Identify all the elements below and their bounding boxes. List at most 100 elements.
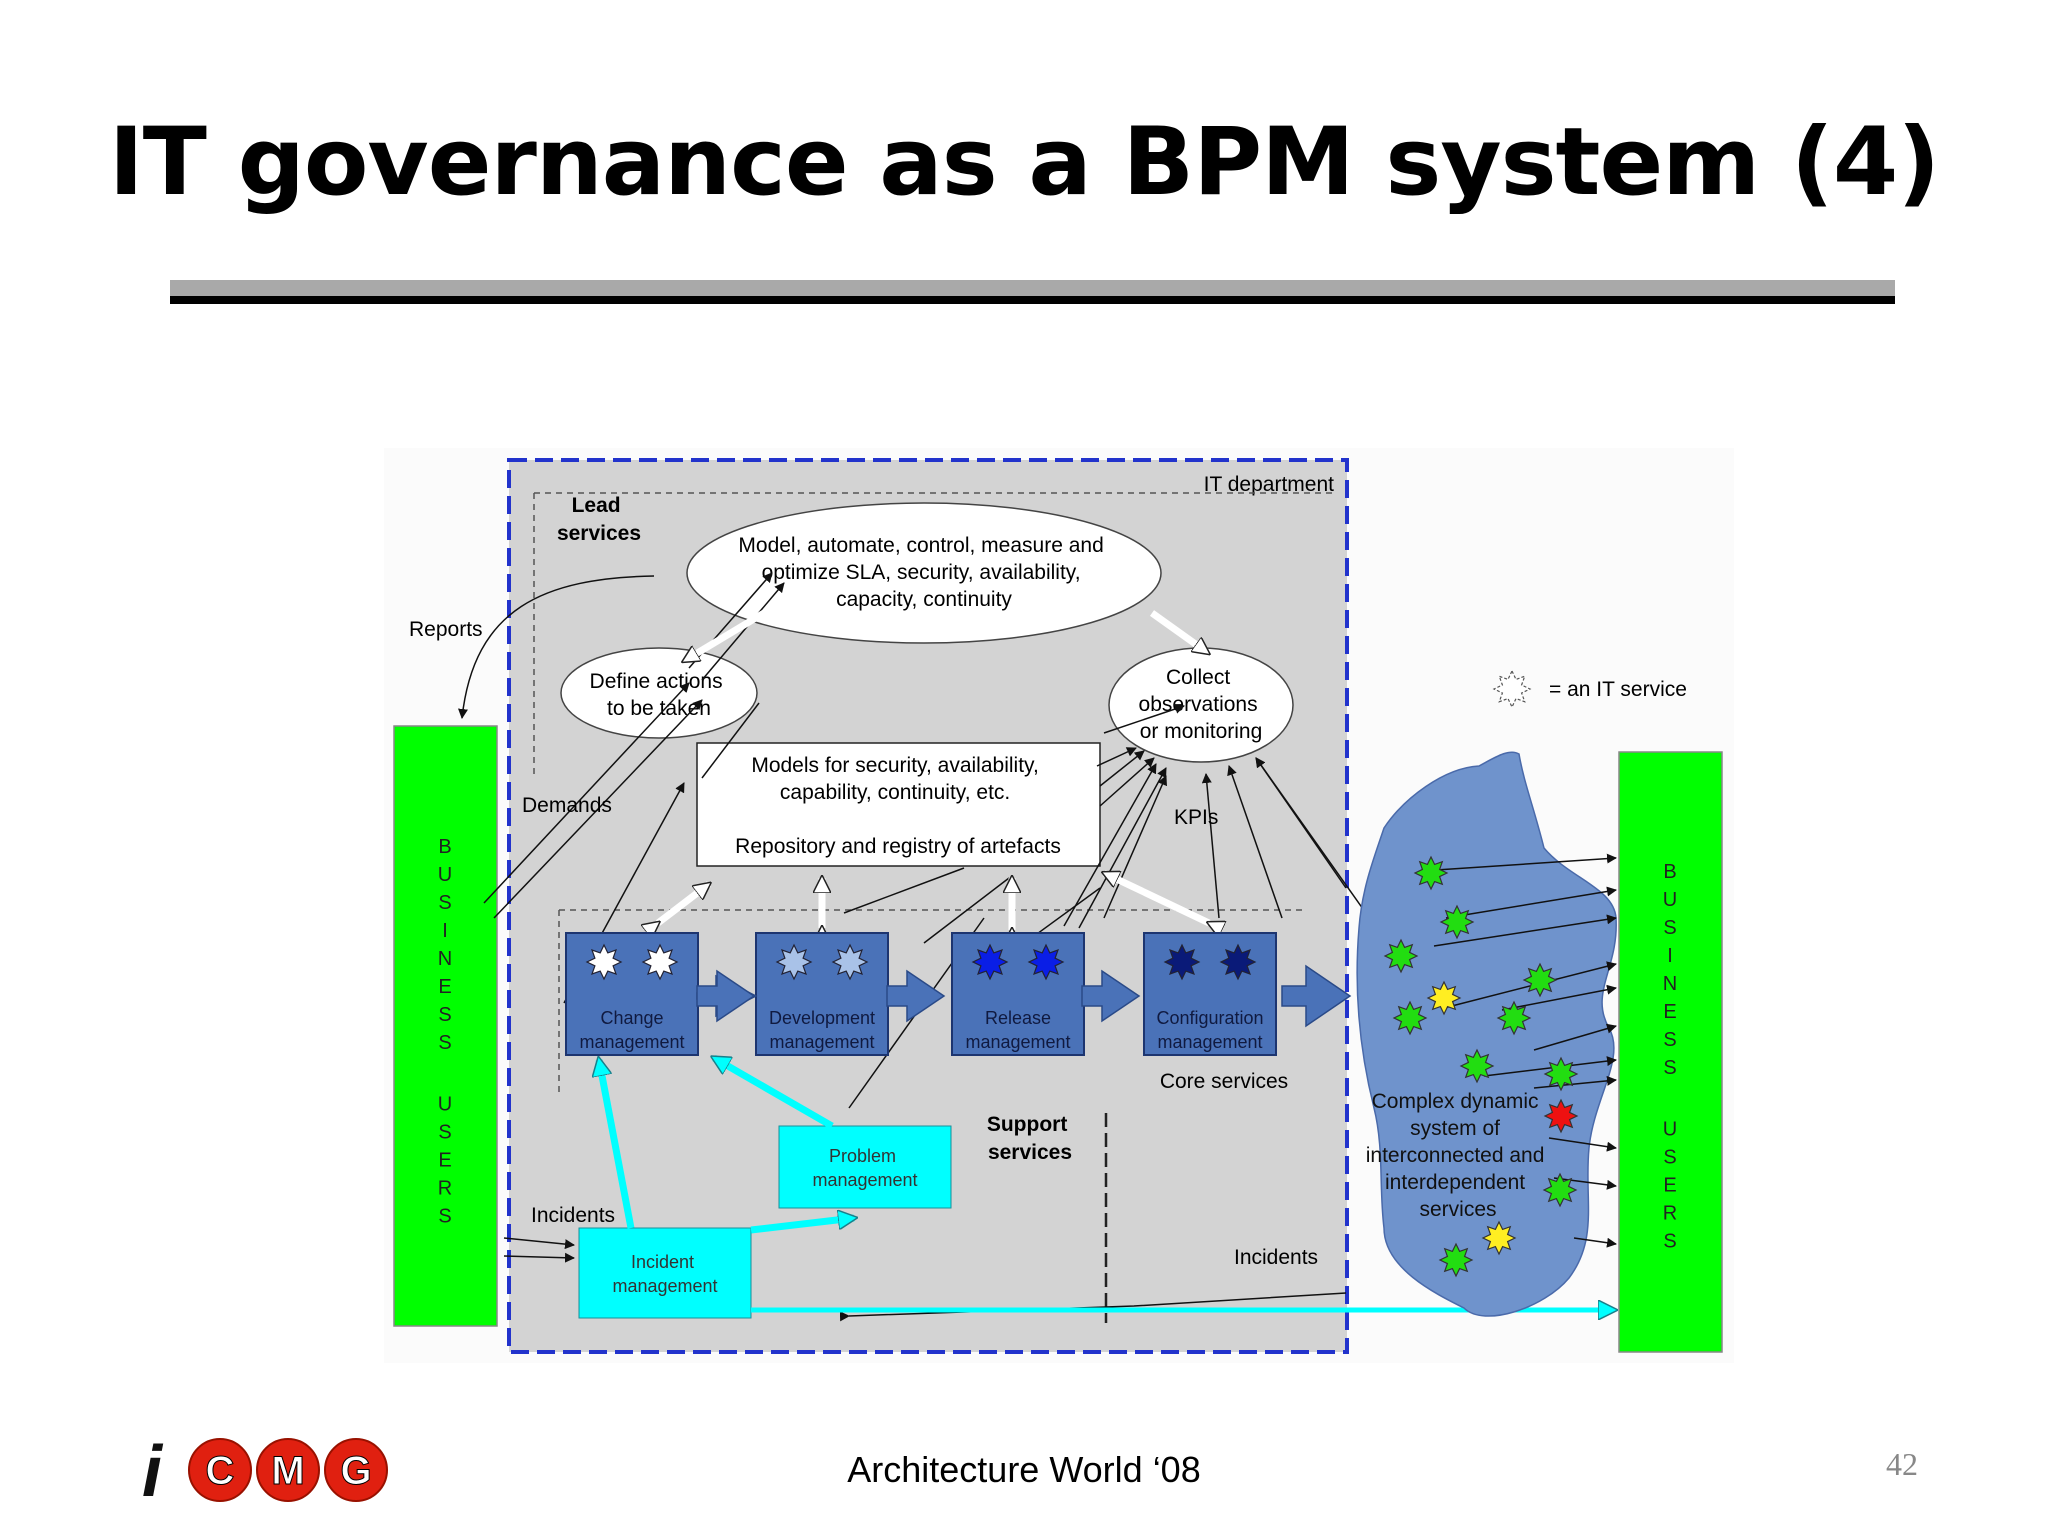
models-repository-text: Models for security, availability, capab… bbox=[735, 754, 1061, 858]
service-to-users-arrows bbox=[1433, 853, 1617, 1248]
users-bar-letter: S bbox=[1663, 1057, 1676, 1079]
incident-management-text: Incident management bbox=[612, 1252, 717, 1296]
it-service-star-icon bbox=[1413, 855, 1449, 891]
process-flow-arrows bbox=[696, 964, 1352, 1028]
title-rule bbox=[170, 280, 1895, 298]
slide-title: IT governance as a BPM system (4) bbox=[108, 108, 1940, 217]
page-number: 42 bbox=[1886, 1446, 1918, 1482]
users-bar-letter: S bbox=[1663, 1029, 1676, 1051]
process-label: Release bbox=[985, 1008, 1051, 1028]
process-label: management bbox=[579, 1032, 684, 1052]
process-label: Development bbox=[769, 1008, 875, 1028]
users-bar-letter: N bbox=[1663, 973, 1677, 995]
it-service-star-icon bbox=[775, 943, 813, 981]
it-service-star-icon bbox=[971, 943, 1009, 981]
it-service-star-icon bbox=[1522, 962, 1558, 998]
it-service-star-icon bbox=[1481, 1220, 1517, 1256]
process-label: Change bbox=[600, 1008, 663, 1028]
collect-observations-text: Collect observations or monitoring bbox=[1139, 666, 1264, 743]
users-bar-letter: U bbox=[1663, 1119, 1677, 1141]
sla-ellipse-text: Model, automate, control, measure and op… bbox=[738, 534, 1109, 611]
it-department-label: IT department bbox=[1204, 473, 1335, 496]
it-service-star-icon bbox=[1543, 1098, 1579, 1134]
process-box-background bbox=[1143, 932, 1277, 1056]
users-bar-letter: N bbox=[438, 948, 452, 970]
legend-text: = an IT service bbox=[1549, 678, 1687, 701]
it-service-star-icon bbox=[1027, 943, 1065, 981]
logo-letter-m: M bbox=[271, 1449, 304, 1493]
it-service-star-icon bbox=[1543, 1056, 1579, 1092]
process-label: management bbox=[769, 1032, 874, 1052]
it-service-star-icon bbox=[1438, 1242, 1474, 1278]
users-bar-letter: R bbox=[438, 1178, 452, 1200]
users-bar-letter: E bbox=[438, 976, 451, 998]
reports-label: Reports bbox=[409, 618, 483, 641]
users-bar-letter: E bbox=[438, 1150, 451, 1172]
incidents-right-label: Incidents bbox=[1234, 1246, 1318, 1269]
logo-letter-g: G bbox=[340, 1449, 371, 1493]
it-service-star-icon bbox=[1459, 1048, 1495, 1084]
incidents-left-label: Incidents bbox=[531, 1204, 615, 1227]
define-actions-ellipse bbox=[560, 647, 758, 739]
it-service-star-icon bbox=[1163, 943, 1201, 981]
incident-management-box bbox=[578, 1227, 752, 1319]
it-service-star-icon bbox=[1439, 904, 1475, 940]
legend: = an IT service bbox=[1492, 669, 1687, 709]
users-bar-letter: B bbox=[438, 836, 451, 858]
it-service-star-icon bbox=[641, 943, 679, 981]
logo-letter-i: i bbox=[142, 1432, 164, 1510]
problem-management-box bbox=[778, 1125, 952, 1209]
icmg-logo: i C M G bbox=[142, 1432, 388, 1510]
users-bar-letter: S bbox=[1663, 1231, 1676, 1253]
it-service-star-icon bbox=[1392, 1000, 1428, 1036]
governance-diagram: IT department Lead services BUSINESSUSER… bbox=[384, 448, 1734, 1363]
it-service-star-icon bbox=[1383, 938, 1419, 974]
it-service-star-icon bbox=[1542, 1172, 1578, 1208]
it-service-star-icon bbox=[831, 943, 869, 981]
core-process-box: Change management bbox=[565, 932, 699, 1056]
users-bar-letter: E bbox=[1663, 1001, 1676, 1023]
users-bar-letter: U bbox=[1663, 889, 1677, 911]
models-repository-box bbox=[696, 742, 1101, 867]
it-services bbox=[1383, 855, 1579, 1278]
process-label: management bbox=[1157, 1032, 1262, 1052]
title-rule-dark bbox=[170, 296, 1895, 304]
logo-circle bbox=[188, 1438, 252, 1502]
services-cloud-text: Complex dynamic system of interconnected… bbox=[1366, 1090, 1550, 1221]
users-bar-letter: I bbox=[442, 920, 448, 942]
users-bar-letter: S bbox=[1663, 1147, 1676, 1169]
it-service-star-icon bbox=[1219, 943, 1257, 981]
users-bar-letter: R bbox=[1663, 1203, 1677, 1225]
users-bar-letter: S bbox=[1663, 917, 1676, 939]
demands-label: Demands bbox=[522, 794, 612, 817]
users-bar-letter: S bbox=[438, 892, 451, 914]
services-cloud bbox=[1356, 751, 1617, 1317]
it-service-legend-icon bbox=[1492, 669, 1532, 709]
users-bar-letter: S bbox=[438, 1206, 451, 1228]
it-service-star-icon bbox=[585, 943, 623, 981]
users-bar-letter: U bbox=[438, 864, 452, 886]
it-service-star-icon bbox=[1496, 1000, 1532, 1036]
core-process-box: Release management bbox=[951, 932, 1085, 1056]
process-label: Configuration bbox=[1156, 1008, 1263, 1028]
logo-letter-c: C bbox=[206, 1449, 235, 1493]
logo-circle bbox=[324, 1438, 388, 1502]
users-bar-letter: S bbox=[438, 1004, 451, 1026]
bidirectional-arrows bbox=[658, 609, 1209, 930]
footer-text: Architecture World ‘08 bbox=[847, 1449, 1201, 1490]
left-business-users-bar bbox=[393, 725, 498, 1327]
users-bar-letter: S bbox=[438, 1122, 451, 1144]
core-process-box: Configuration management bbox=[1143, 932, 1277, 1056]
it-service-star-icon bbox=[1492, 669, 1532, 709]
lead-services-label: Lead services bbox=[557, 494, 641, 545]
problem-management-text: Problem management bbox=[812, 1146, 917, 1190]
process-box-background bbox=[755, 932, 889, 1056]
sla-ellipse bbox=[686, 502, 1162, 644]
core-process-box: Development management bbox=[755, 932, 889, 1056]
process-label: management bbox=[965, 1032, 1070, 1052]
users-bar-letter: E bbox=[1663, 1175, 1676, 1197]
it-service-star-icon bbox=[1426, 980, 1462, 1016]
logo-circle bbox=[256, 1438, 320, 1502]
